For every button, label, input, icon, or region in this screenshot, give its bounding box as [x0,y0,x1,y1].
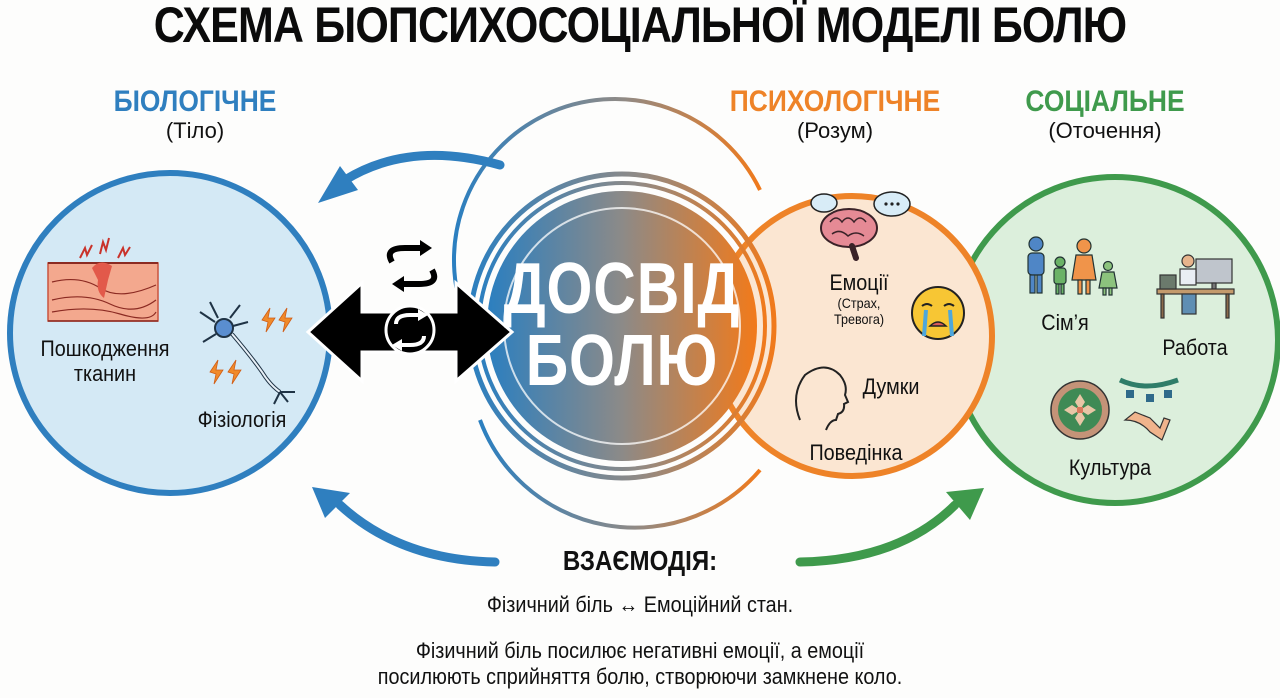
culture-label: Культура [1068,455,1152,480]
work-label: Работа [1162,335,1228,360]
biological-subheading: (Тіло) [165,118,225,143]
family-icon [1027,236,1118,296]
tissue-damage-label: Пошкодження тканин [40,336,170,386]
interaction-relation: Фізичний біль ↔ Емоційний стан. [370,592,910,618]
lightning-icons [209,307,293,385]
office-desk-icon [1156,254,1235,319]
psychological-heading: ПСИХОЛОГІЧНЕ [729,85,941,118]
biological-heading: БІОЛОГІЧНЕ [113,85,277,118]
emotions-label: Емоції [829,270,889,295]
psychological-subheading: (Розум) [796,118,874,143]
biological-circle [7,170,333,496]
brain-icon [810,191,911,261]
social-heading: СОЦІАЛЬНЕ [1025,85,1185,118]
interaction-heading: ВЗАЄМОДІЯ: [562,545,718,576]
center-title-line2: БОЛЮ [525,321,719,401]
physiology-label: Фізіологія [197,407,287,432]
neuron-icon [199,301,295,405]
curved-arrow-bottom-left [312,487,500,567]
relation-right: Емоційний стан. [643,592,794,617]
center-title-line1: ДОСВІД [503,249,741,329]
head-profile-icon [795,366,850,431]
cycle-arrows-icon [386,240,438,292]
emotions-detail: (Страх, Тревога) [833,295,885,327]
thoughts-label: Думки [862,374,920,399]
page-title: СХЕМА БІОПСИХОСОЦІАЛЬНОЇ МОДЕЛІ БОЛЮ [153,0,1127,53]
behavior-label: Поведінка [809,440,903,465]
ornament-icon [1050,377,1179,441]
social-subheading: (Оточення) [1048,118,1162,143]
family-label: Сім’я [1041,310,1089,335]
tissue-damage-icon [47,237,159,322]
bidirectional-small-arrow-icon: ↔ [618,592,639,617]
interaction-description: Фізичний біль посилює негативні емоції, … [377,638,903,689]
relation-left: Фізичний біль [486,592,613,617]
curved-arrow-top-left [318,150,505,203]
curved-arrow-bottom-right [795,488,984,567]
cycle-arrows-icon-2 [384,304,436,356]
crying-face-icon [911,286,965,340]
